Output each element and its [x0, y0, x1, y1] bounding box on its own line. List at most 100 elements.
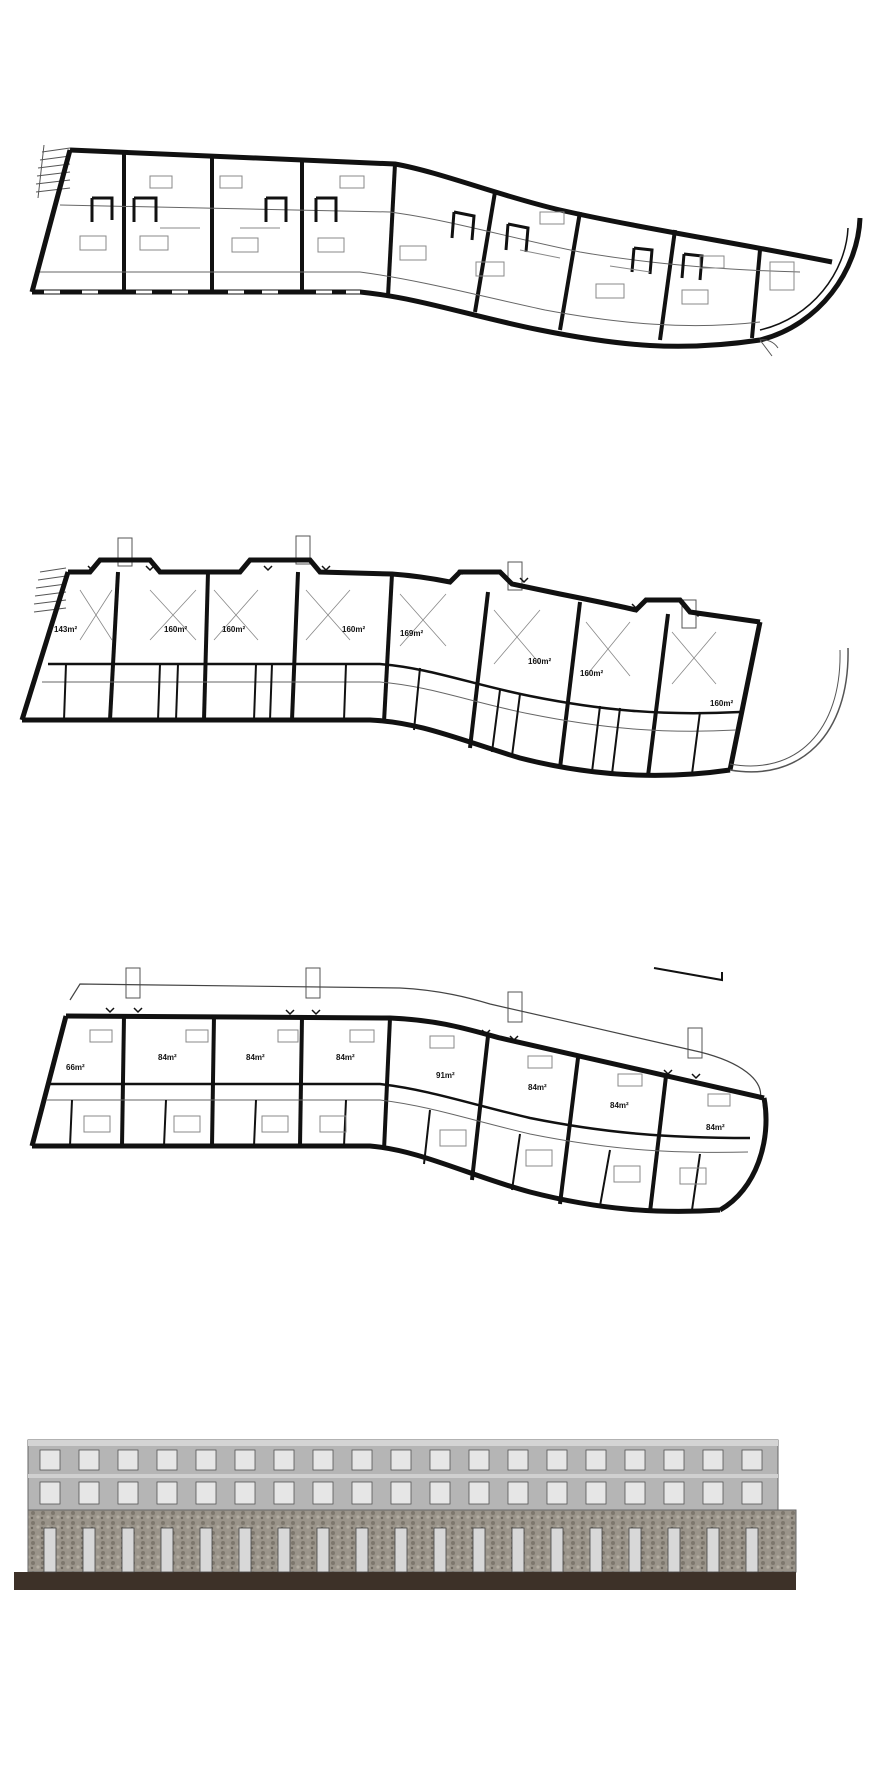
- elevation-door: [238, 1527, 252, 1573]
- elevation-window: [117, 1481, 139, 1505]
- elevation-window: [39, 1481, 61, 1505]
- south-wall: [32, 1143, 721, 1214]
- elevation-window: [741, 1449, 763, 1471]
- elevation-door: [277, 1527, 291, 1573]
- elevation-door: [43, 1527, 57, 1573]
- elevation-window: [468, 1481, 490, 1505]
- cornice: [28, 1440, 778, 1446]
- elevation-door: [355, 1527, 369, 1573]
- interior-line: [46, 1099, 749, 1153]
- elevation-door: [316, 1527, 330, 1573]
- west-wall: [29, 149, 73, 293]
- area-label: 84m²: [706, 1123, 725, 1132]
- east-wall: [718, 1097, 769, 1213]
- elevation-window: [273, 1449, 295, 1471]
- door-swing: [759, 339, 779, 357]
- elevation-window: [78, 1481, 100, 1505]
- room-partitions: [69, 1099, 701, 1211]
- second-floor-plan: 66m² 84m² 84m² 84m² 91m² 84m² 84m² 84m²: [29, 967, 769, 1214]
- area-label: 160m²: [164, 625, 187, 634]
- east-curve: [759, 217, 863, 343]
- area-label: 160m²: [342, 625, 365, 634]
- south-wall: [22, 717, 731, 778]
- interior-line: [59, 204, 801, 273]
- elevation-window: [351, 1449, 373, 1471]
- first-floor-plan: 143m² 160m² 160m² 160m² 169m² 160m² 160m…: [19, 535, 849, 778]
- area-label: 143m²: [54, 625, 77, 634]
- interior-line: [40, 271, 761, 327]
- elevation-door: [706, 1527, 720, 1573]
- area-label: 169m²: [400, 629, 423, 638]
- elevation-window: [156, 1481, 178, 1505]
- elevation-window: [273, 1481, 295, 1505]
- elevation-window: [234, 1449, 256, 1471]
- roof-edge: [69, 983, 762, 1101]
- elevation-window: [741, 1481, 763, 1505]
- stair-stubs: [125, 967, 703, 1059]
- area-labels: 143m² 160m² 160m² 160m² 169m² 160m² 160m…: [54, 625, 733, 708]
- elevation-window: [78, 1449, 100, 1471]
- entry-stair: [35, 144, 71, 199]
- area-label: 160m²: [528, 657, 551, 666]
- elevation-window: [663, 1481, 685, 1505]
- party-walls: [120, 1015, 668, 1213]
- elevation-door: [628, 1527, 642, 1573]
- elevation-window: [312, 1449, 334, 1471]
- elevation-door: [472, 1527, 486, 1573]
- elevation-door: [589, 1527, 603, 1573]
- elevation-window: [507, 1481, 529, 1505]
- elevation-window: [546, 1449, 568, 1471]
- elevation-window: [429, 1449, 451, 1471]
- north-wall: [68, 557, 761, 625]
- elevation-door: [199, 1527, 213, 1573]
- elevation-window: [663, 1449, 685, 1471]
- double-height-voids: [79, 589, 717, 685]
- west-wall: [19, 571, 71, 721]
- area-label: 160m²: [222, 625, 245, 634]
- elevation-door: [550, 1527, 564, 1573]
- elevation-window: [117, 1449, 139, 1471]
- entry-markers: [105, 1007, 701, 1080]
- elevation-window: [702, 1449, 724, 1471]
- area-label: 84m²: [336, 1053, 355, 1062]
- elevation-door: [745, 1527, 759, 1573]
- east-wall: [727, 621, 763, 771]
- area-label: 160m²: [710, 699, 733, 708]
- party-walls: [108, 571, 670, 777]
- area-label: 84m²: [610, 1101, 629, 1110]
- north-wall: [69, 147, 833, 265]
- elevation-window: [351, 1481, 373, 1505]
- elevation-door: [433, 1527, 447, 1573]
- elevation-door: [511, 1527, 525, 1573]
- furniture: [79, 175, 795, 305]
- elevation-window: [702, 1481, 724, 1505]
- elevation-window: [468, 1449, 490, 1471]
- area-labels: 66m² 84m² 84m² 84m² 91m² 84m² 84m² 84m²: [66, 1053, 725, 1132]
- elevation-window: [624, 1449, 646, 1471]
- elevation-window: [390, 1449, 412, 1471]
- elevation-window: [234, 1481, 256, 1505]
- room-partitions: [63, 663, 701, 775]
- south-wall: [32, 289, 761, 349]
- area-label: 84m²: [246, 1053, 265, 1062]
- terrace-curve-inner: [729, 649, 841, 767]
- entry-markers: [87, 565, 703, 618]
- ground-line: [14, 1572, 796, 1590]
- street-elevation: [14, 1439, 797, 1590]
- elevation-door: [667, 1527, 681, 1573]
- elevation-window: [195, 1449, 217, 1471]
- elevation-window: [39, 1449, 61, 1471]
- elevation-door: [394, 1527, 408, 1573]
- west-wall: [29, 1015, 69, 1147]
- elevation-window: [312, 1481, 334, 1505]
- service-cores: [90, 196, 704, 281]
- area-label: 91m²: [436, 1071, 455, 1080]
- elevation-window: [429, 1481, 451, 1505]
- elevation-window: [507, 1449, 529, 1471]
- terrace-curve: [729, 647, 849, 773]
- elevation-window: [195, 1481, 217, 1505]
- elevation-door: [121, 1527, 135, 1573]
- area-label: 84m²: [528, 1083, 547, 1092]
- furniture: [83, 1029, 731, 1185]
- north-arrow: [653, 967, 723, 982]
